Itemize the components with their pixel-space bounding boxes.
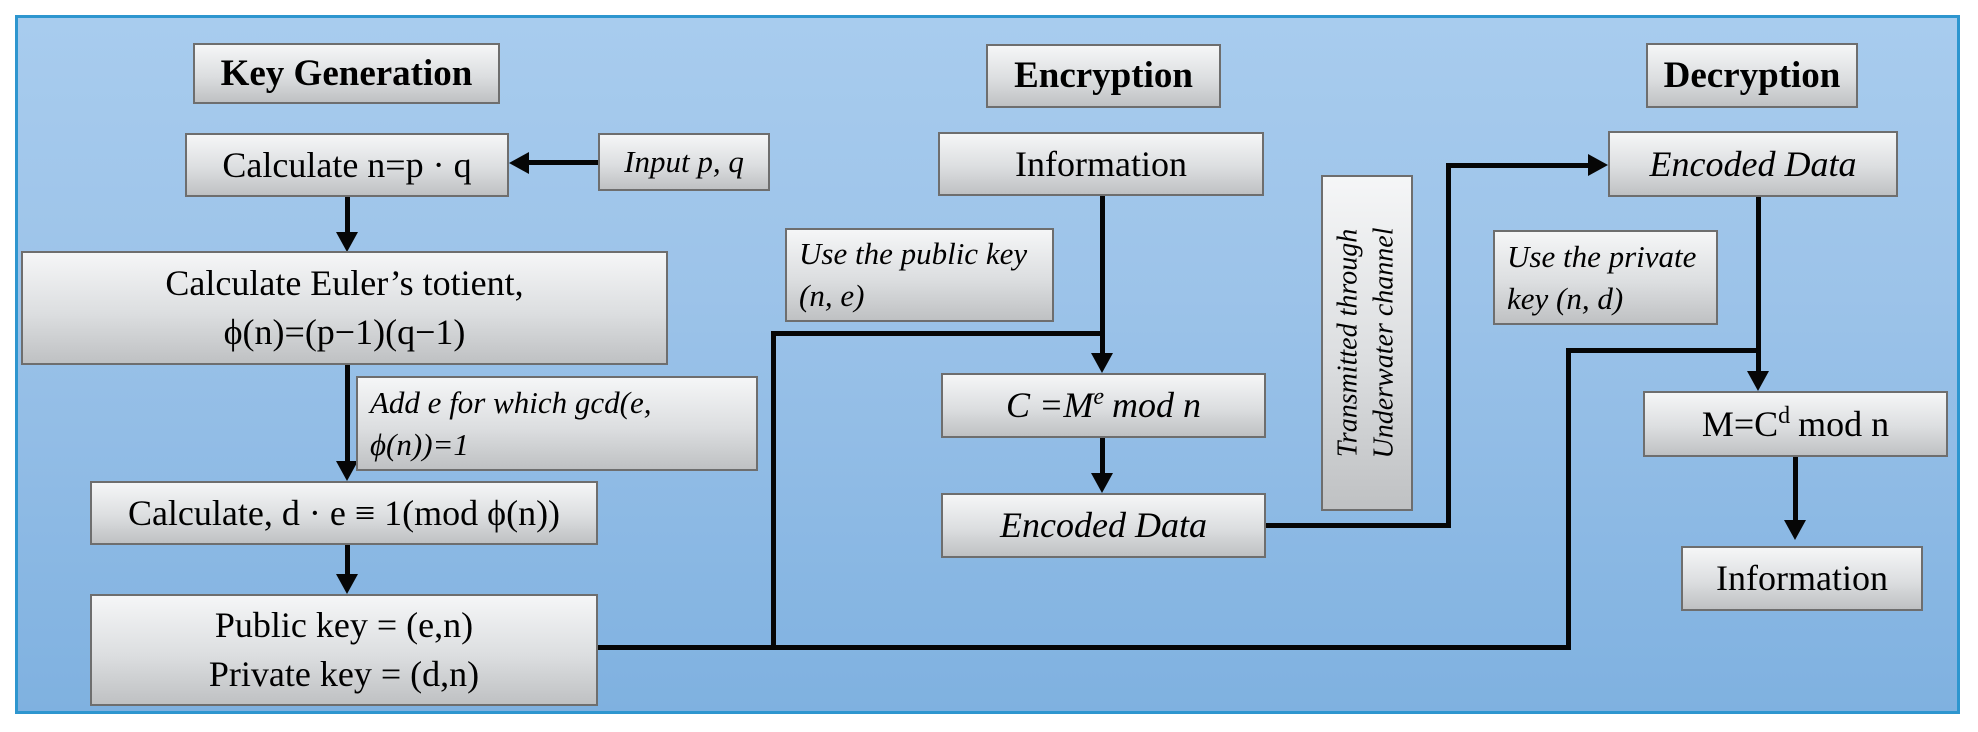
line-public-key-horizontal	[771, 331, 1105, 336]
information-output-box: Information	[1681, 546, 1923, 611]
arrowhead-into-cipher	[1091, 353, 1113, 373]
use-public-key-note: Use the public key (n, e)	[785, 228, 1054, 322]
arrowhead-into-encoded	[1091, 473, 1113, 493]
line-private-key-riser	[1566, 348, 1571, 650]
line-calc-d-to-keys	[345, 545, 350, 575]
calculate-d-box: Calculate, d · e ≡ 1(mod ϕ(n))	[90, 481, 598, 545]
arrowhead-input-to-calc-n	[509, 152, 529, 174]
cipher-exponent: e	[1093, 384, 1104, 411]
line-public-key-riser	[771, 333, 776, 650]
information-source-box: Information	[938, 132, 1264, 196]
input-pq-box: Input p, q	[598, 133, 770, 191]
line-information-descent	[1100, 196, 1105, 353]
use-private-key-note: Use the private key (n, d)	[1493, 230, 1718, 325]
arrowhead-into-received	[1588, 154, 1608, 176]
line-private-key-horizontal	[1566, 348, 1761, 353]
euler-totient-box: Calculate Euler’s totient, ϕ(n)=(p−1)(q−…	[21, 251, 668, 365]
diagram-panel: Key Generation Calculate n=p · q Input p…	[15, 15, 1960, 714]
arrowhead-into-information-out	[1784, 520, 1806, 540]
underwater-channel-box: Transmitted through Underwater channel	[1321, 175, 1413, 511]
add-e-note-box: Add e for which gcd(e, ϕ(n))=1	[356, 376, 758, 471]
decode-exponent: d	[1778, 402, 1791, 429]
decryption-title: Decryption	[1663, 54, 1841, 96]
encryption-header: Encryption	[986, 44, 1221, 108]
calculate-n-box: Calculate n=p · q	[185, 133, 509, 197]
line-keys-bottom	[598, 645, 1571, 650]
keys-box: Public key = (e,n) Private key = (d,n)	[90, 594, 598, 706]
line-channel-riser	[1446, 163, 1451, 528]
line-cipher-to-encoded	[1100, 438, 1105, 474]
line-decode-to-information	[1793, 457, 1798, 521]
arrowhead-calc-n-to-euler	[336, 232, 358, 252]
line-euler-to-calc-d	[345, 365, 350, 462]
line-encoded-out	[1266, 523, 1451, 528]
key-generation-header: Key Generation	[193, 43, 500, 104]
encryption-title: Encryption	[1014, 55, 1193, 97]
arrowhead-euler-to-calc-d	[336, 461, 358, 481]
line-received-descent	[1756, 197, 1761, 373]
key-generation-title: Key Generation	[220, 52, 473, 94]
line-into-received	[1451, 163, 1588, 168]
decryption-header: Decryption	[1646, 43, 1858, 108]
arrowhead-into-decode	[1747, 371, 1769, 391]
encoded-data-sent-box: Encoded Data	[941, 493, 1266, 558]
arrowhead-calc-d-to-keys	[336, 574, 358, 594]
line-calc-n-to-euler	[345, 197, 350, 233]
underwater-channel-label: Transmitted through Underwater channel	[1332, 227, 1400, 459]
encoded-data-received-box: Encoded Data	[1608, 131, 1898, 197]
line-input-to-calc-n	[529, 160, 598, 165]
